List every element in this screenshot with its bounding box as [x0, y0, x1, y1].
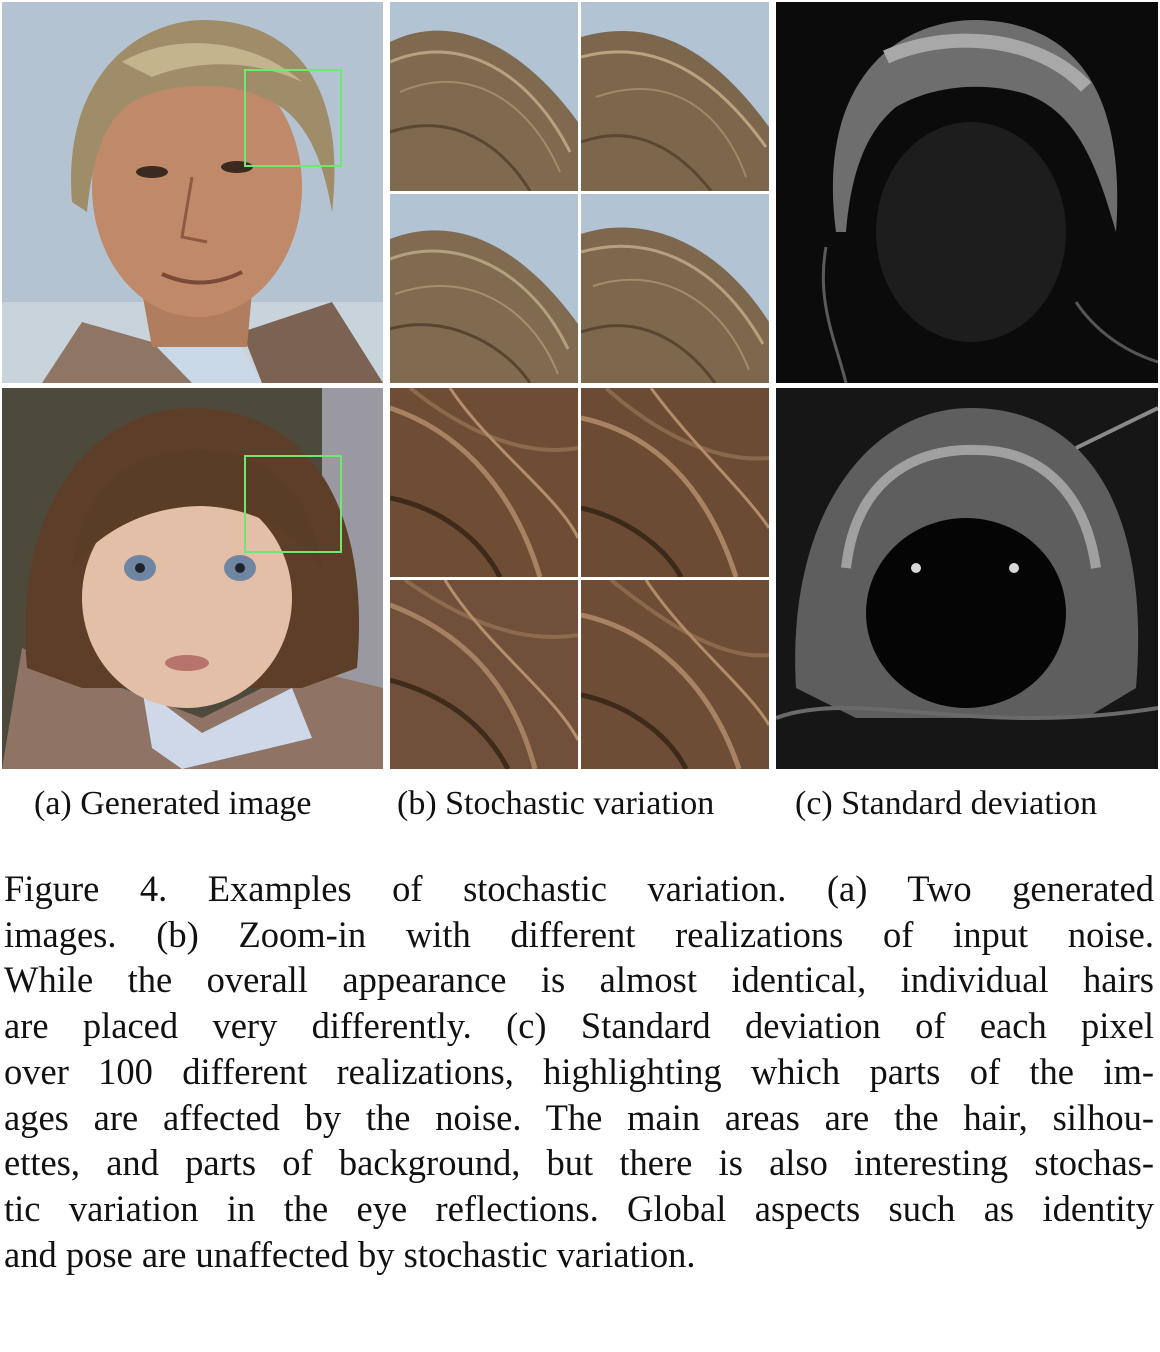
caption-line: Figure 4. Examples of stochastic variati… — [4, 868, 1154, 909]
zoom-variation-child-4 — [581, 580, 769, 769]
zoom-variation-child-2 — [581, 388, 769, 577]
caption-line: ettes, and parts of background, but ther… — [4, 1142, 1154, 1184]
zoom-variation-man-1 — [390, 2, 578, 191]
caption-line: While the overall appearance is almost i… — [4, 959, 1154, 1001]
zoom-variation-child-1 — [390, 388, 578, 577]
figure-caption: Figure 4. Examples of stochastic variati… — [4, 866, 1154, 1277]
subcaption-b: (b) Stochastic variation — [397, 785, 715, 822]
std-deviation-man — [776, 2, 1158, 383]
caption-line: tic variation in the eye reflections. Gl… — [4, 1187, 1154, 1229]
caption-line: images. (b) Zoom-in with different reali… — [4, 913, 1154, 955]
std-deviation-child — [776, 388, 1158, 769]
generated-image-child — [2, 388, 383, 769]
zoom-variation-man-3 — [390, 194, 578, 383]
subcaption-c: (c) Standard deviation — [795, 785, 1098, 822]
zoom-variation-child-3 — [390, 580, 578, 769]
zoom-variation-man-2 — [581, 2, 769, 191]
caption-line: ages are affected by the noise. The main… — [4, 1096, 1154, 1138]
subcaption-a: (a) Generated image — [34, 785, 312, 822]
caption-line: are placed very differently. (c) Standar… — [4, 1005, 1154, 1047]
caption-line: and pose are unaffected by stochastic va… — [4, 1233, 696, 1275]
zoom-variation-man-4 — [581, 194, 769, 383]
caption-line: over 100 different realizations, highlig… — [4, 1050, 1154, 1092]
generated-image-man — [2, 2, 383, 383]
